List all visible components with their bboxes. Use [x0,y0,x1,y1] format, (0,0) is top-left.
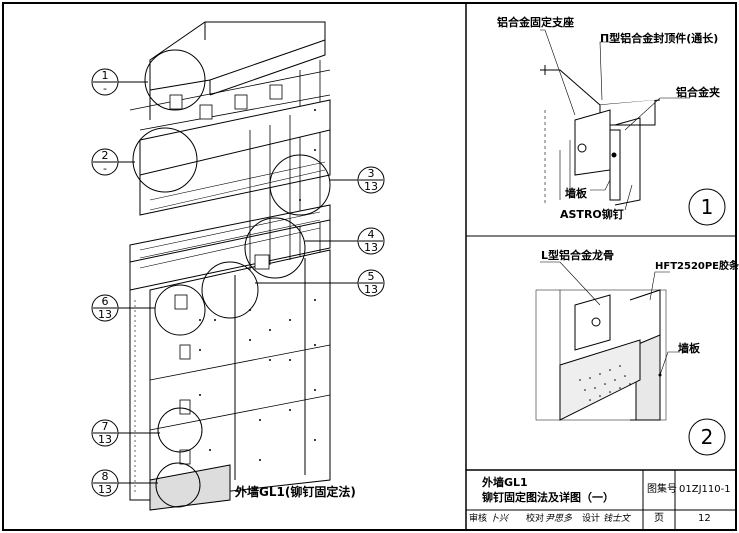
callout-7-bottom: 13 [98,433,112,446]
callout-7-top: 7 [101,420,109,433]
review-label: 审核 [469,514,488,524]
callout-2-top: 2 [101,149,109,162]
callout-6-bottom: 13 [98,308,112,321]
callout-3-bottom: 13 [364,180,378,193]
label-rivet: ASTRO铆钉 [560,208,624,221]
isometric-wall-drawing [129,21,331,511]
callout-6-top: 6 [101,295,109,308]
atlas-number: 01ZJ110-1 [679,484,731,495]
callout-3-top: 3 [367,167,375,180]
label-keel: L型铝合金龙骨 [541,249,615,262]
callout-4-bottom: 13 [364,241,378,254]
callout-8-top: 8 [101,470,109,483]
atlas-label: 图集号 [647,484,677,495]
label-panel-2: 墙板 [678,342,700,355]
main-drawing-caption: 外墙GL1(铆钉固定法) [235,485,356,499]
label-support: 铝合金固定支座 [497,16,574,29]
detail-2-number: 2 [700,425,714,449]
title-line-1: 外墙GL1 [482,476,528,489]
callout-5-bottom: 13 [364,283,378,296]
callout-2-bottom: - [103,162,107,175]
detail-1-number: 1 [700,195,714,219]
design-label: 设计 [582,514,601,524]
page-number: 12 [698,513,711,524]
designer-signature: 钱士文 [603,514,631,524]
callout-1-top: 1 [101,69,109,82]
callout-5-top: 5 [367,270,375,283]
check-label: 校对 [526,514,545,524]
label-cap: Π型铝合金封顶件(通长) [600,32,719,45]
label-panel-1: 墙板 [565,187,587,200]
page-label: 页 [654,513,664,524]
title-line-2: 铆钉固定图法及详图（一） [482,491,614,504]
detail-2-drawing [535,261,726,456]
callout-4-top: 4 [367,228,375,241]
callout-markers [91,68,385,497]
label-clip: 铝合金夹 [676,86,720,99]
title-block [465,469,737,531]
detail-1-drawing [540,29,726,226]
label-tape: HFT2520PE胶条 [655,261,739,272]
callout-1-bottom: - [103,82,107,95]
callout-8-bottom: 13 [98,483,112,496]
checker-signature: 尹思多 [545,514,573,524]
reviewer-signature: 卜兴 [490,514,509,524]
